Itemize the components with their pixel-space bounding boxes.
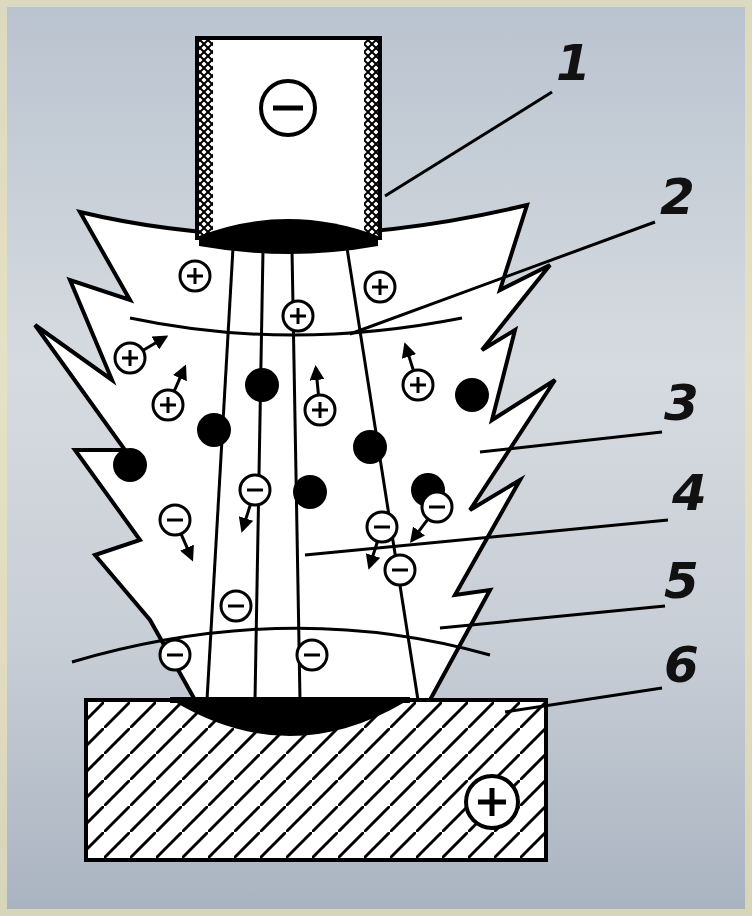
electrode — [197, 38, 380, 254]
callout-number: 3 — [664, 378, 699, 428]
electron — [240, 475, 270, 530]
electron — [160, 640, 190, 670]
callout-number: 1 — [556, 38, 591, 88]
callout-number: 5 — [664, 556, 699, 606]
callout-number: 6 — [664, 640, 699, 690]
column-lines — [72, 248, 490, 700]
electron — [221, 591, 251, 621]
electron — [412, 492, 452, 541]
positive-ion — [115, 337, 166, 373]
positive-ion — [365, 272, 395, 302]
callout-number: 4 — [672, 468, 707, 518]
electrons — [160, 475, 452, 670]
electron — [385, 555, 415, 585]
leader-lines — [305, 92, 668, 712]
callout-number: 2 — [660, 172, 695, 222]
positive-ion — [180, 261, 210, 291]
positive-ions — [115, 261, 433, 425]
positive-ion — [403, 345, 433, 400]
electron — [160, 505, 192, 559]
positive-ion — [283, 301, 313, 331]
electron — [297, 640, 327, 670]
positive-ion — [305, 368, 335, 425]
positive-ion — [153, 367, 185, 420]
workpiece — [86, 700, 546, 860]
neutral-atoms — [113, 368, 489, 509]
